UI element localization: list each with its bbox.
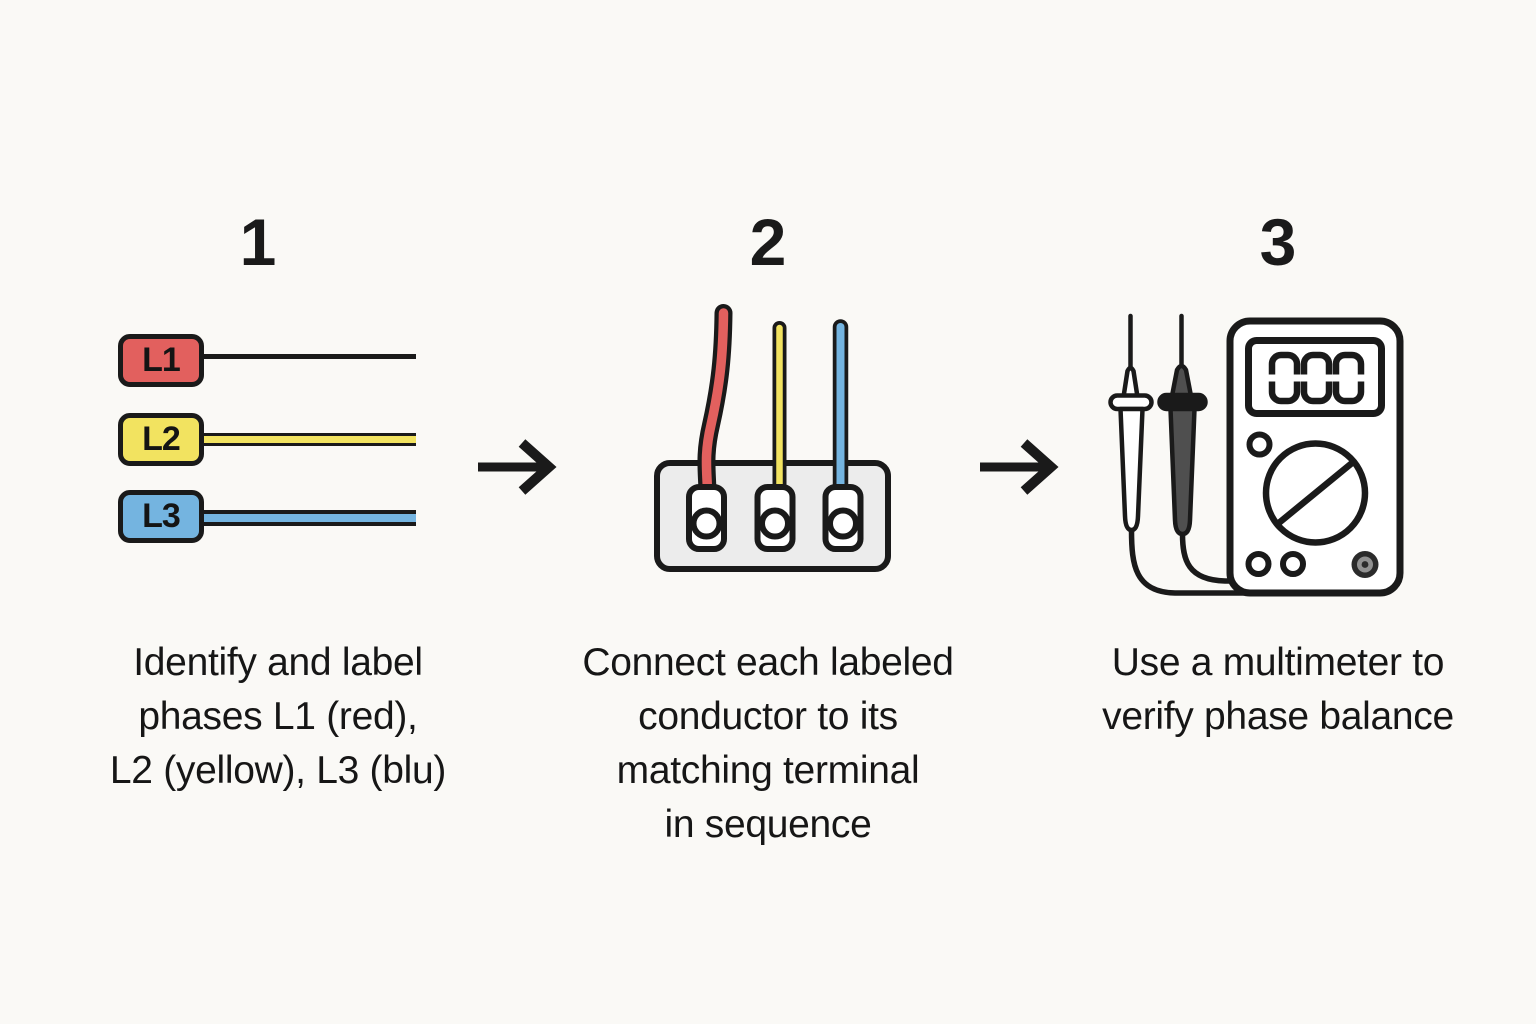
step-1-number: 1 [239, 205, 277, 279]
step-1-caption: Identify and label phases L1 (red), L2 (… [28, 636, 528, 798]
wire-l3 [200, 510, 416, 526]
indicator-circle [1246, 431, 1273, 458]
phase-tag-l1: L1 [118, 334, 204, 387]
phase-tag-l3: L3 [118, 490, 204, 543]
phase-tag-l1-label: L1 [142, 341, 181, 379]
arrow-right-icon [478, 439, 557, 495]
multimeter-illustration [1108, 313, 1404, 597]
caption-line: Use a multimeter to [1111, 641, 1445, 684]
step-3-caption: Use a multimeter to verify phase balance [1028, 636, 1528, 744]
probe-right [1157, 313, 1208, 537]
terminal-2 [754, 484, 796, 552]
terminal-3 [822, 484, 864, 552]
terminal-1 [686, 484, 727, 552]
wire-l1 [200, 354, 416, 359]
step-2-number: 2 [749, 205, 787, 279]
caption-line: in sequence [664, 803, 872, 846]
caption-line: matching terminal [616, 749, 920, 792]
phase-tag-l2-label: L2 [142, 420, 181, 458]
jack-circle-2 [1280, 551, 1306, 577]
probe-lead-left [1128, 529, 1258, 596]
step-2-caption: Connect each labeled conductor to its ma… [518, 636, 1018, 852]
phase-tag-l2: L2 [118, 413, 204, 466]
caption-line: L2 (yellow), L3 (blu) [109, 749, 447, 792]
rotary-dial [1262, 440, 1369, 546]
probe-left [1108, 313, 1154, 533]
wire-l2 [200, 433, 416, 446]
input-jack [1351, 551, 1379, 578]
caption-line: Identify and label [133, 641, 423, 684]
caption-line: phases L1 (red), [138, 695, 418, 738]
multimeter-display [1245, 337, 1385, 417]
terminal-block-illustration [654, 304, 891, 572]
caption-line: verify phase balance [1102, 695, 1454, 738]
display-digits [1267, 351, 1366, 405]
phase-tag-l3-label: L3 [142, 497, 181, 535]
jack-circle-1 [1245, 551, 1272, 577]
probe-lead-right [1179, 533, 1258, 584]
caption-line: Connect each labeled [582, 641, 954, 684]
step-3-number: 3 [1259, 205, 1297, 279]
caption-line: conductor to its [638, 695, 898, 738]
arrow-right-icon [980, 439, 1059, 495]
conductor-red [697, 304, 733, 501]
